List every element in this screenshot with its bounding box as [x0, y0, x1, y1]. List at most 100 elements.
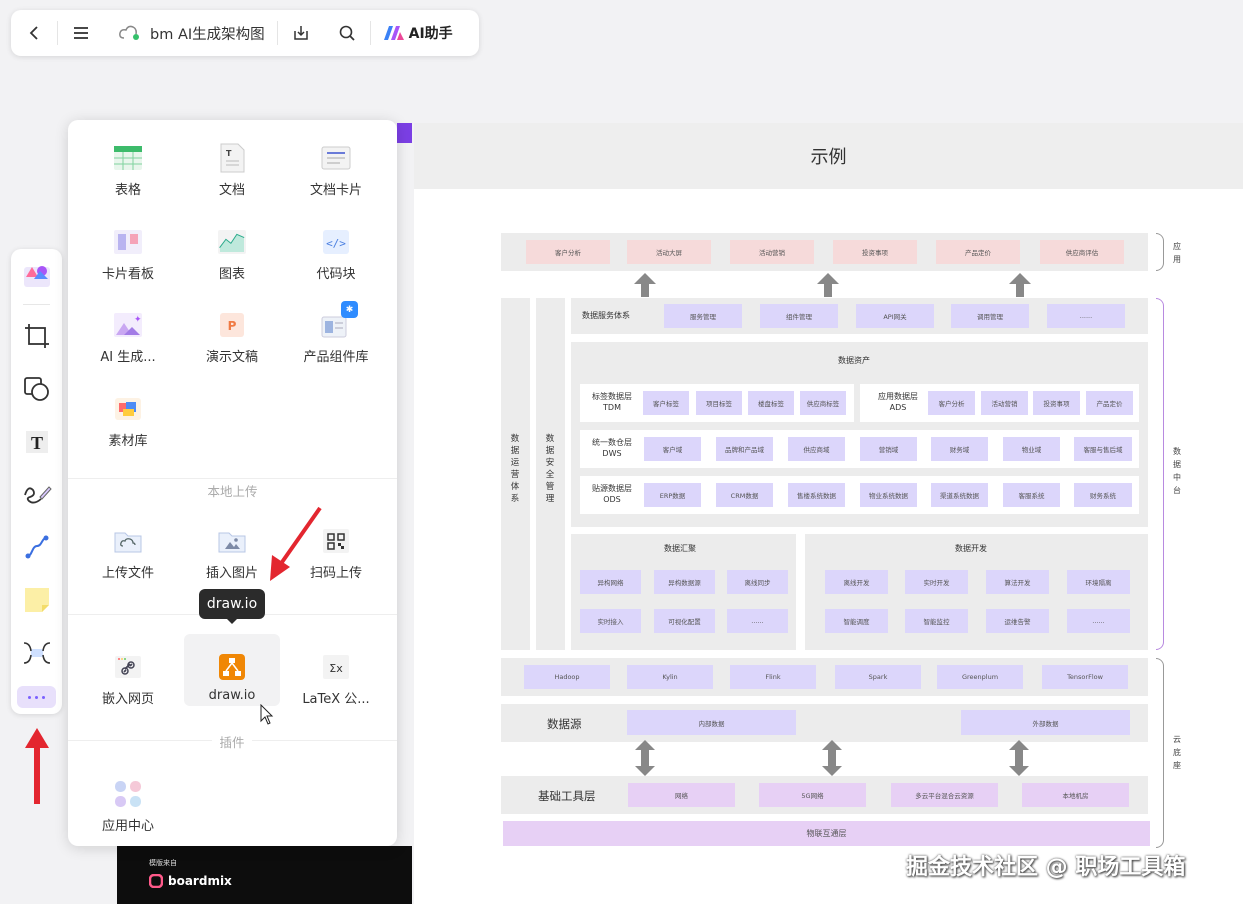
cloud-sync-icon: [119, 25, 139, 40]
top-toolbar: bm AI生成架构图 AI助手: [11, 10, 479, 56]
toolbar-divider: [369, 21, 371, 45]
dws-item: 财务域: [931, 437, 988, 461]
panel-divider: [68, 478, 397, 479]
chart-icon: [218, 230, 246, 254]
section-local-upload: 本地上传: [207, 484, 258, 499]
sticky-note-icon: [24, 588, 49, 612]
connector-tool[interactable]: [11, 524, 62, 570]
dev-item: 智能监控: [905, 609, 968, 633]
frame-tab-marker: [397, 123, 412, 143]
upload-file[interactable]: 上传文件: [76, 509, 180, 581]
insert-chart[interactable]: 图表: [180, 210, 284, 282]
frame-icon: [24, 324, 49, 348]
insert-doc[interactable]: T 文档: [180, 126, 284, 198]
up-arrow-icon: [817, 273, 839, 297]
toolbar-divider: [276, 21, 278, 45]
ods-item: 财务系统: [1074, 483, 1132, 507]
canvas-frame[interactable]: 示例 客户分析 活动大屏 活动营销 投资事项 产品定价 供应商评估 应用 数据运…: [414, 123, 1243, 904]
insert-table-label: 表格: [114, 183, 141, 198]
brace-app: [1156, 233, 1164, 271]
dev-item: 智能调度: [825, 609, 888, 633]
app-item: 客户分析: [526, 240, 610, 264]
brand-caption: 模版来自: [149, 859, 177, 867]
embed-webpage[interactable]: 嵌入网页: [76, 635, 180, 707]
double-arrow-icon: [1009, 740, 1029, 776]
dws-item: 客服与售后域: [1074, 437, 1132, 461]
app-item: 产品定价: [936, 240, 1020, 264]
insert-table[interactable]: 表格: [76, 126, 180, 198]
source-item: 内部数据: [627, 710, 796, 735]
shape-tool[interactable]: [11, 366, 62, 412]
dev-item: 运维告警: [986, 609, 1049, 633]
search-icon: [339, 25, 355, 41]
dws-item: 客户域: [644, 437, 701, 461]
download-button[interactable]: [278, 10, 324, 56]
mindmap-tool[interactable]: [11, 630, 62, 676]
svg-text:T: T: [30, 433, 42, 453]
insert-latex[interactable]: Σx LaTeX 公...: [284, 635, 388, 707]
embed-webpage-label: 嵌入网页: [101, 692, 154, 707]
dws-item: 营销域: [860, 437, 917, 461]
dev-item: 实时开发: [905, 570, 968, 594]
scan-upload[interactable]: 扫码上传: [284, 509, 388, 581]
double-arrow-icon: [635, 740, 655, 776]
insert-kanban[interactable]: 卡片看板: [76, 210, 180, 282]
kanban-icon: [114, 230, 142, 254]
insert-panel: 表格 T 文档 文档卡片 卡片看板 图表 </> 代码块 ✦ AI 生成... …: [68, 120, 397, 846]
agg-item: 离线同步: [727, 570, 788, 594]
insert-image[interactable]: 插入图片: [180, 509, 284, 581]
drawio-tooltip: draw.io: [199, 589, 265, 624]
drawio-icon: [219, 654, 245, 680]
insert-slides[interactable]: P 演示文稿: [180, 293, 284, 365]
pen-tool[interactable]: [11, 471, 62, 517]
ods-item: ERP数据: [644, 483, 701, 507]
document-title: bm AI生成架构图: [150, 26, 265, 43]
double-arrow-icon: [822, 740, 842, 776]
insert-ai-generate-label: AI 生成...: [100, 350, 156, 365]
search-button[interactable]: [324, 10, 370, 56]
data-source-label: 数据源: [547, 717, 582, 731]
insert-drawio[interactable]: draw.io: [180, 635, 284, 707]
insert-kanban-label: 卡片看板: [101, 267, 154, 282]
menu-button[interactable]: [58, 10, 104, 56]
service-system-label: 数据服务体系: [582, 311, 630, 320]
template-icon: [23, 266, 50, 287]
download-icon: [293, 26, 308, 40]
dev-item: 算法开发: [986, 570, 1049, 594]
brand-name: boardmix: [168, 874, 232, 888]
document-title-area[interactable]: bm AI生成架构图: [104, 23, 277, 44]
svg-text:P: P: [228, 319, 237, 333]
dev-item: 离线开发: [825, 570, 888, 594]
svg-text:</>: </>: [326, 237, 346, 250]
text-tool[interactable]: T: [11, 419, 62, 465]
bigdata-item: Kylin: [627, 665, 713, 689]
boardmix-logo: boardmix: [149, 874, 232, 888]
frame-tool[interactable]: [11, 313, 62, 359]
bigdata-item: Hadoop: [524, 665, 610, 689]
insert-doc-card[interactable]: 文档卡片: [284, 126, 388, 198]
sticky-note-tool[interactable]: [11, 577, 62, 623]
service-item: 组件管理: [760, 304, 838, 328]
insert-code[interactable]: </> 代码块: [284, 210, 388, 282]
insert-ai-generate[interactable]: ✦ AI 生成...: [76, 293, 180, 365]
app-center[interactable]: 应用中心: [76, 762, 180, 834]
insert-doc-card-label: 文档卡片: [309, 183, 362, 198]
brace-app-label: 应用: [1173, 242, 1181, 264]
insert-assets[interactable]: 素材库: [76, 377, 180, 449]
security-label: 数据安全管理: [545, 434, 555, 504]
insert-components[interactable]: ✱ 产品组件库: [284, 293, 388, 365]
more-tools-button[interactable]: [17, 686, 56, 708]
infra-item: 网络: [628, 783, 735, 807]
insert-drawio-label: draw.io: [208, 688, 256, 703]
app-center-icon: [115, 781, 141, 807]
up-arrow-icon: [634, 273, 656, 297]
back-button[interactable]: [11, 10, 57, 56]
architecture-diagram[interactable]: 客户分析 活动大屏 活动营销 投资事项 产品定价 供应商评估 应用 数据运营体系…: [414, 123, 1243, 904]
ads-item: 投资事项: [1033, 391, 1080, 415]
template-button[interactable]: [11, 251, 62, 297]
agg-item: 实时接入: [580, 609, 641, 633]
ai-assistant-button[interactable]: AI助手: [371, 23, 465, 43]
